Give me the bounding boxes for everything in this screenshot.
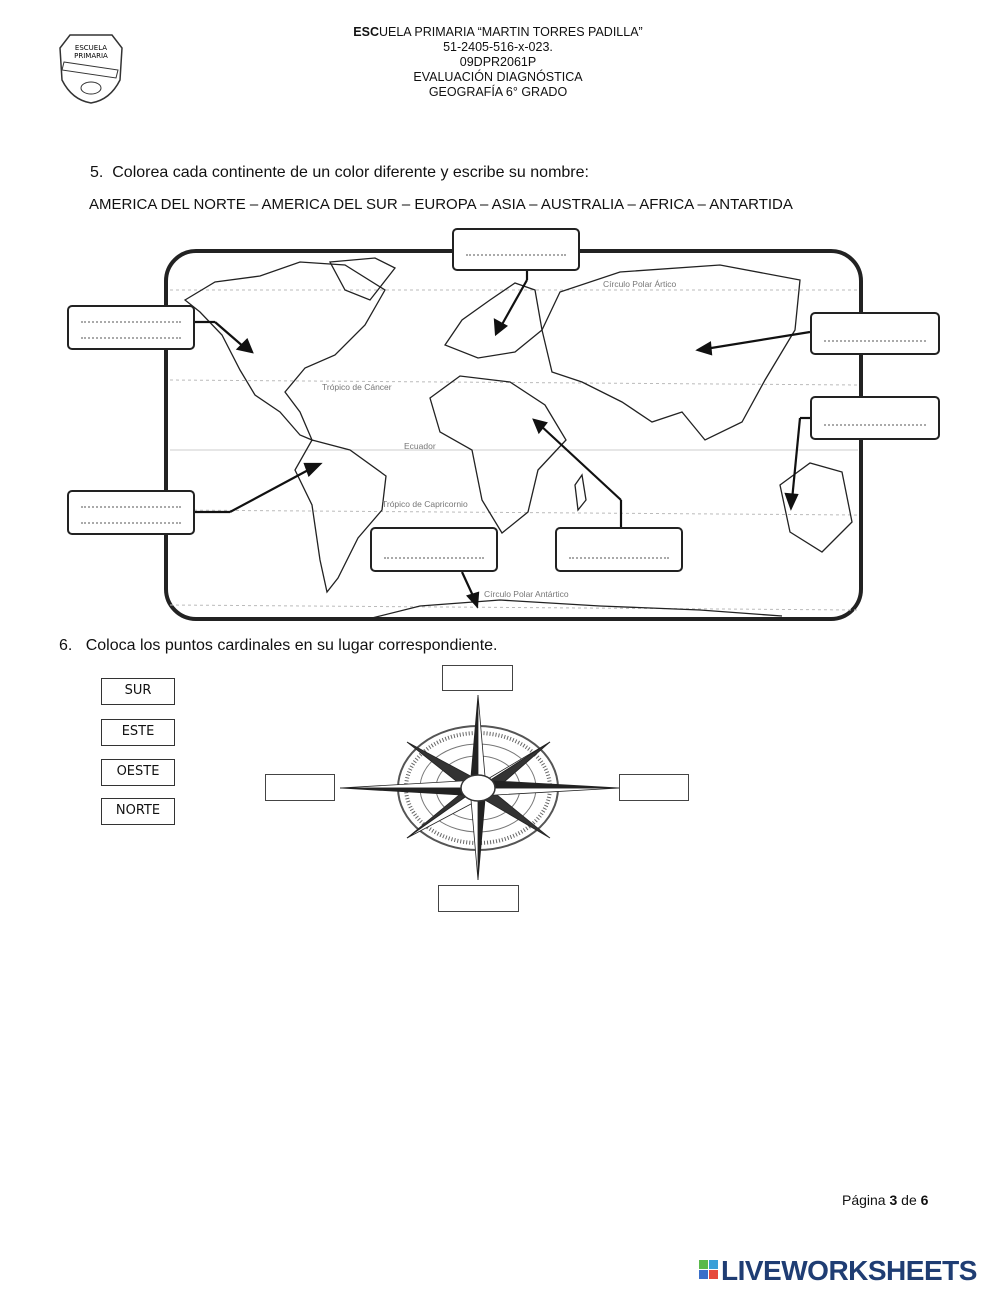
continent-options: AMERICA DEL NORTE – AMERICA DEL SUR – EU… xyxy=(89,196,793,213)
compass-rose xyxy=(339,694,621,881)
north-america xyxy=(183,261,386,442)
antarctic-circle-label: Círculo Polar Antártico xyxy=(484,589,569,599)
greenland xyxy=(328,257,397,301)
card-sur[interactable]: SUR xyxy=(101,678,175,705)
school-code: 51-2405-516-x-023. xyxy=(443,40,553,54)
answer-box-antarctica[interactable] xyxy=(370,527,498,572)
school-header: ESCUELA PRIMARIA “MARTIN TORRES PADILLA”… xyxy=(300,25,696,100)
world-map xyxy=(164,249,863,621)
answer-box-south-america[interactable] xyxy=(67,490,195,535)
answer-box-north-america[interactable] xyxy=(67,305,195,350)
drop-box-west[interactable] xyxy=(265,774,335,801)
page-number: Página 3 de 6 xyxy=(842,1192,929,1208)
europe xyxy=(444,282,543,359)
school-logo: ESCUELA PRIMARIA xyxy=(59,34,123,104)
school-cct: 09DPR2061P xyxy=(459,55,537,69)
asia xyxy=(541,264,801,441)
school-name: UELA PRIMARIA “MARTIN TORRES PADILLA” xyxy=(378,25,643,39)
liveworksheets-logo-icon xyxy=(699,1260,718,1279)
liveworksheets-brand: LIVEWORKSHEETS xyxy=(721,1255,977,1286)
card-oeste[interactable]: OESTE xyxy=(101,759,175,786)
card-norte[interactable]: NORTE xyxy=(101,798,175,825)
subject: GEOGRAFÍA 6° GRADO xyxy=(428,85,568,99)
arctic-circle-label: Círculo Polar Ártico xyxy=(603,279,677,289)
drop-box-east[interactable] xyxy=(619,774,689,801)
equator-label: Ecuador xyxy=(404,441,436,451)
drop-box-south[interactable] xyxy=(438,885,519,912)
tropic-capricorn-label: Trópico de Capricornio xyxy=(382,499,468,509)
answer-box-africa[interactable] xyxy=(555,527,683,572)
card-este[interactable]: ESTE xyxy=(101,719,175,746)
south-america xyxy=(294,439,387,594)
svg-text:PRIMARIA: PRIMARIA xyxy=(74,52,108,60)
question-5: 5. Colorea cada continente de un color d… xyxy=(90,164,589,181)
answer-box-australia[interactable] xyxy=(810,396,940,440)
tropic-cancer-label: Trópico de Cáncer xyxy=(322,382,392,392)
svg-text:ESCUELA: ESCUELA xyxy=(75,44,107,52)
antarctica xyxy=(371,599,783,619)
answer-box-asia[interactable] xyxy=(810,312,940,355)
answer-box-europe[interactable] xyxy=(452,228,580,271)
australia xyxy=(779,462,853,553)
school-name-bold: ESC xyxy=(353,25,379,39)
question-6: 6. Coloca los puntos cardinales en su lu… xyxy=(59,637,498,654)
drop-box-north[interactable] xyxy=(442,665,513,691)
africa xyxy=(429,375,567,534)
exam-title: EVALUACIÓN DIAGNÓSTICA xyxy=(413,70,583,84)
